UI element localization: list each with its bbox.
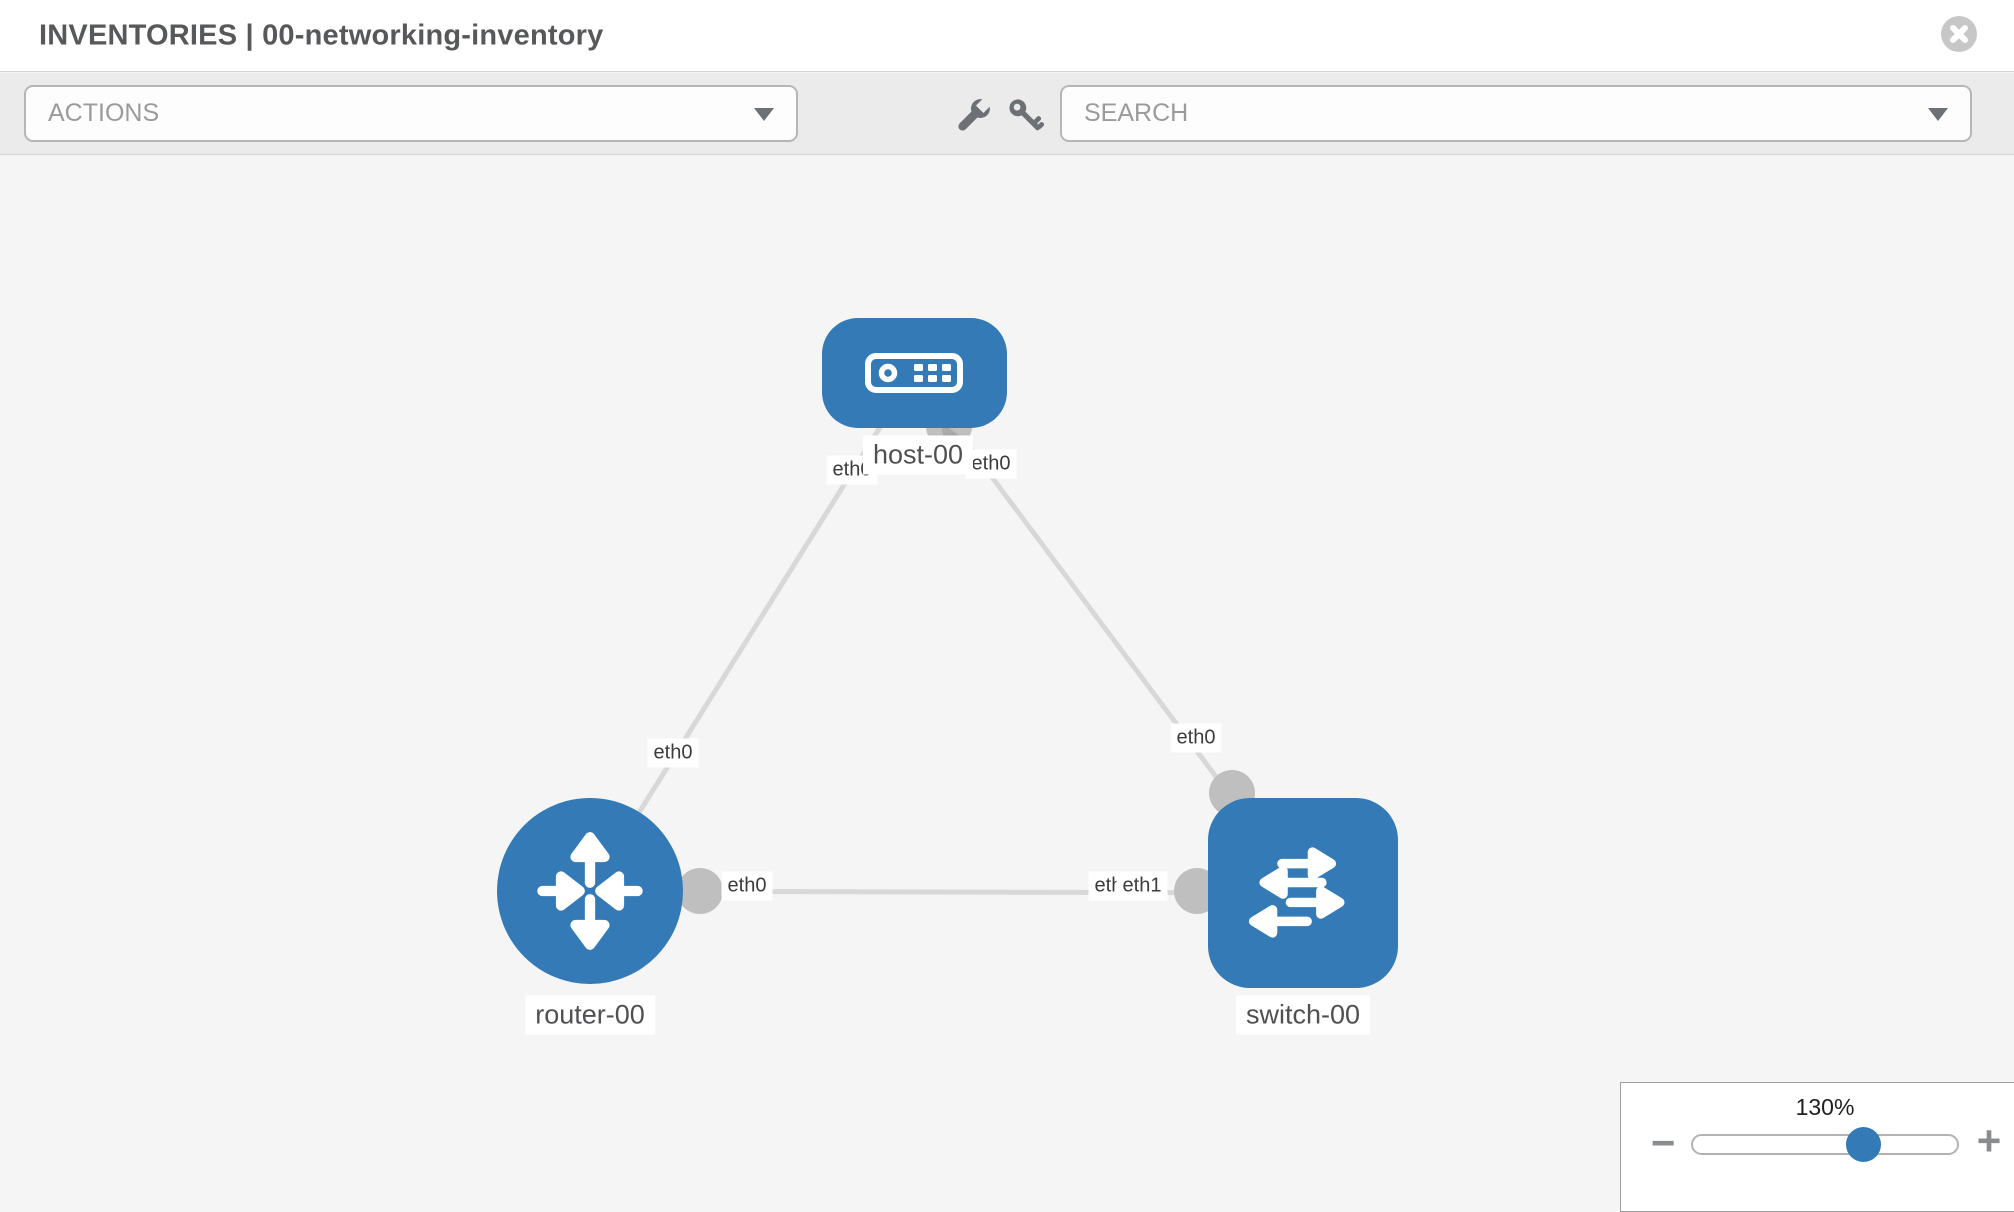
switch-icon — [1248, 847, 1345, 938]
router-icon — [537, 832, 643, 950]
zoom-slider-track[interactable] — [1691, 1134, 1959, 1155]
key-credentials-button[interactable] — [1003, 93, 1049, 139]
chevron-down-icon — [1928, 107, 1948, 121]
actions-dropdown-label: ACTIONS — [48, 99, 160, 127]
interface-label: eth0 — [965, 449, 1017, 479]
close-icon — [1950, 25, 1968, 43]
node-switch-00[interactable] — [1208, 798, 1398, 988]
zoom-slider-knob[interactable] — [1846, 1127, 1882, 1162]
toolbar: ACTIONS SEARCH — [0, 73, 2014, 155]
host-icon — [865, 353, 963, 393]
wrench-icon — [958, 95, 994, 131]
interface-label: eth0 — [826, 455, 878, 485]
node-label-switch-00: switch-00 — [1235, 995, 1371, 1035]
page-title: INVENTORIES | 00-networking-inventory — [39, 19, 604, 51]
links-layer — [587, 371, 1306, 914]
node-label-host-00: host-00 — [862, 435, 974, 475]
breadcrumb-header: INVENTORIES | 00-networking-inventory — [0, 0, 2014, 72]
interface-label: eth1 — [1116, 871, 1168, 901]
search-dropdown[interactable]: SEARCH — [1060, 85, 1972, 142]
interface-label: eth0 — [721, 871, 773, 901]
node-label-router-00: router-00 — [525, 995, 655, 1035]
zoom-out-button[interactable]: − — [1650, 1119, 1676, 1166]
node-router-00[interactable] — [497, 798, 683, 984]
interface-label: eth0 — [1170, 723, 1222, 753]
actions-dropdown[interactable]: ACTIONS — [24, 85, 798, 142]
chevron-down-icon — [754, 107, 774, 121]
zoom-in-button[interactable]: + — [1976, 1117, 2002, 1164]
tools-button[interactable] — [950, 93, 996, 139]
close-button[interactable] — [1941, 16, 1977, 52]
interface-connector — [677, 868, 723, 914]
search-dropdown-label: SEARCH — [1084, 99, 1189, 127]
zoom-panel: 130% − + — [1620, 1082, 2014, 1212]
node-host-00[interactable] — [821, 318, 1007, 428]
zoom-level-value: 130% — [1795, 1094, 1855, 1120]
key-icon — [1009, 99, 1045, 131]
interface-label: eth0 — [647, 738, 699, 768]
